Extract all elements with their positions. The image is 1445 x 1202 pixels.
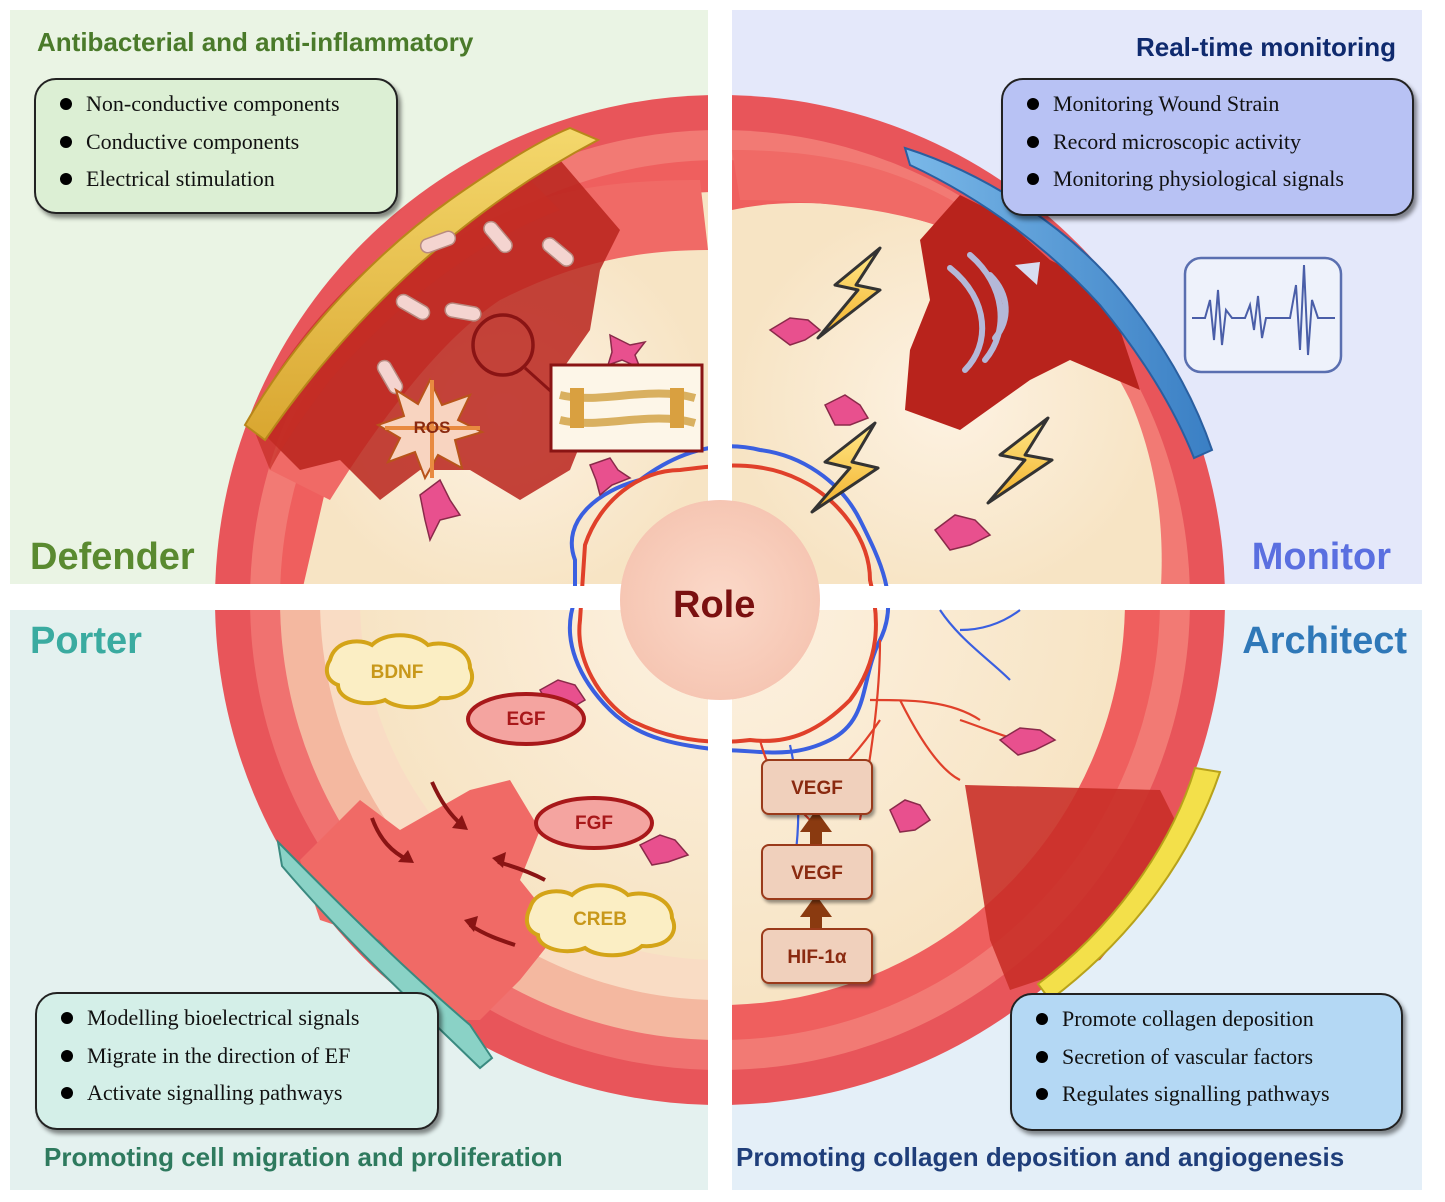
- bullet-icon: [61, 1049, 73, 1062]
- defender-box: Non-conductive components Conductive com…: [34, 78, 398, 214]
- porter-item: Migrate in the direction of EF: [61, 1041, 419, 1079]
- bullet-icon: [1036, 1013, 1048, 1025]
- role-center-disc: [620, 500, 820, 700]
- porter-title: Promoting cell migration and proliferati…: [44, 1142, 563, 1172]
- architect-item: Secretion of vascular factors: [1036, 1042, 1383, 1080]
- monitor-item: Monitoring physiological signals: [1027, 164, 1394, 202]
- defender-item: Conductive components: [60, 127, 378, 165]
- monitor-item: Monitoring Wound Strain: [1027, 89, 1394, 127]
- porter-box: Modelling bioelectrical signals Migrate …: [35, 992, 439, 1130]
- hif-box: HIF-1α: [761, 928, 873, 984]
- bullet-icon: [61, 1012, 73, 1024]
- bullet-icon: [60, 173, 72, 185]
- signal-wave-icon: [947, 252, 1009, 373]
- architect-label: Architect: [1242, 620, 1407, 662]
- waveform-icon: [1183, 256, 1343, 374]
- blue-tissue-strip: [903, 146, 1214, 460]
- fgf-label: FGF: [575, 813, 613, 834]
- bullet-icon: [60, 98, 72, 110]
- membrane-detail: [549, 363, 704, 453]
- lightning-icons: [810, 246, 1054, 514]
- egf-label: EGF: [506, 709, 546, 730]
- bullet-icon: [1027, 173, 1039, 185]
- architect-title: Promoting collagen deposition and angiog…: [736, 1142, 1345, 1172]
- bacteria: [376, 220, 575, 395]
- porter-item: Modelling bioelectrical signals: [61, 1003, 419, 1041]
- porter-item: Activate signalling pathways: [61, 1078, 419, 1116]
- bdnf-label: BDNF: [370, 662, 424, 683]
- defender-item: Electrical stimulation: [60, 164, 378, 202]
- porter-label: Porter: [30, 620, 142, 662]
- bullet-icon: [1036, 1088, 1048, 1100]
- ros-label: ROS: [413, 418, 451, 437]
- bullet-icon: [1027, 135, 1039, 148]
- role-center-label: Role: [673, 584, 756, 626]
- architect-item: Regulates signalling pathways: [1036, 1079, 1383, 1117]
- creb-cloud: [524, 883, 676, 958]
- creb-label: CREB: [573, 909, 627, 930]
- migration-arrowheads: [398, 815, 506, 932]
- defender-title: Antibacterial and anti-inflammatory: [37, 27, 474, 57]
- bullet-icon: [60, 135, 72, 148]
- skin-cells: [419, 317, 1057, 866]
- defender-label: Defender: [30, 536, 195, 578]
- monitor-item: Record microscopic activity: [1027, 127, 1394, 165]
- ros-burst-icon: [375, 377, 485, 481]
- architect-box: Promote collagen deposition Secretion of…: [1010, 993, 1403, 1131]
- egf-ellipse: [466, 692, 586, 746]
- fgf-ellipse: [534, 796, 654, 850]
- vegf-box-middle: VEGF: [761, 844, 873, 900]
- bdnf-cloud: [324, 633, 474, 710]
- defender-item: Non-conductive components: [60, 89, 378, 127]
- vegf-box-top: VEGF: [761, 759, 873, 815]
- yellow-tissue-strip: [243, 126, 601, 442]
- bullet-icon: [1036, 1050, 1048, 1063]
- bullet-icon: [1027, 98, 1039, 110]
- architect-item: Promote collagen deposition: [1036, 1004, 1383, 1042]
- bullet-icon: [61, 1087, 73, 1099]
- monitor-box: Monitoring Wound Strain Record microscop…: [1001, 78, 1414, 216]
- monitor-title: Real-time monitoring: [1135, 32, 1396, 62]
- monitor-label: Monitor: [1251, 536, 1391, 578]
